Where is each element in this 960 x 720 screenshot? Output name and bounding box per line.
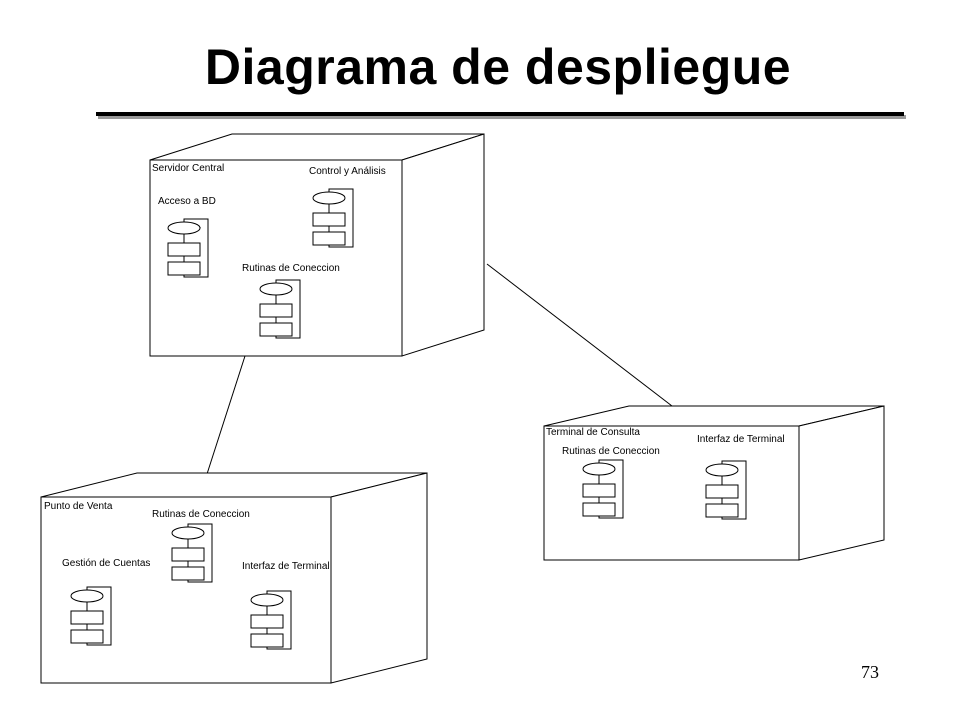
component-port-box [250, 614, 284, 629]
component-port-box [259, 322, 293, 337]
component-port-box [250, 633, 284, 648]
component-port-box [171, 566, 205, 581]
component: Interfaz de Terminal-I- [242, 561, 330, 650]
interface-ellipse [259, 282, 293, 296]
node-label: Servidor Central [152, 163, 224, 174]
component-label: Rutinas de Coneccion [242, 263, 340, 274]
page-number: 73 [861, 662, 879, 682]
component: Rutinas de Coneccion- - [152, 509, 250, 583]
component-label: Interfaz de Terminal [242, 561, 330, 572]
component-port-box [312, 231, 346, 246]
component: Acceso a BD-C- [158, 196, 216, 278]
component: Interfaz de Terminal-I- [697, 434, 785, 520]
component-port-box [312, 212, 346, 227]
interface-ellipse [312, 191, 346, 205]
component: Rutinas de Coneccion-I- [242, 263, 340, 339]
component-port-box [70, 610, 104, 625]
component-port-box [167, 261, 201, 276]
title-underline [96, 112, 904, 116]
connection-line [486, 263, 673, 407]
component-label: Rutinas de Coneccion [562, 446, 660, 457]
component-port-box [582, 502, 616, 517]
interface-ellipse [171, 526, 205, 540]
component-port-box [705, 503, 739, 518]
slide-title: Diagrama de despliegue [204, 39, 792, 95]
component-port-box [70, 629, 104, 644]
node-side-face [798, 405, 885, 561]
component-label: Rutinas de Coneccion [152, 509, 250, 520]
component-port-box [582, 483, 616, 498]
component-port-box [171, 547, 205, 562]
component-port-box [705, 484, 739, 499]
node-label: Punto de Venta [44, 501, 113, 512]
connection-line [206, 355, 246, 475]
interface-ellipse [705, 463, 739, 477]
interface-ellipse [70, 589, 104, 603]
component-label: Interfaz de Terminal [697, 434, 785, 445]
component-label: Gestión de Cuentas [62, 558, 150, 569]
interface-ellipse [167, 221, 201, 235]
interface-ellipse [250, 593, 284, 607]
component-label: Acceso a BD [158, 196, 216, 207]
node-side-face [401, 133, 485, 357]
component: Gestión de Cuentas-(- [62, 558, 150, 646]
interface-ellipse [582, 462, 616, 476]
node-label: Terminal de Consulta [546, 427, 640, 438]
component-label: Control y Análisis [309, 166, 386, 177]
node-side-face [330, 472, 428, 684]
component: Rutinas de Coneccion- - [562, 446, 660, 519]
component-port-box [167, 242, 201, 257]
component-port-box [259, 303, 293, 318]
component: Control y Análisis-(- [309, 166, 386, 248]
